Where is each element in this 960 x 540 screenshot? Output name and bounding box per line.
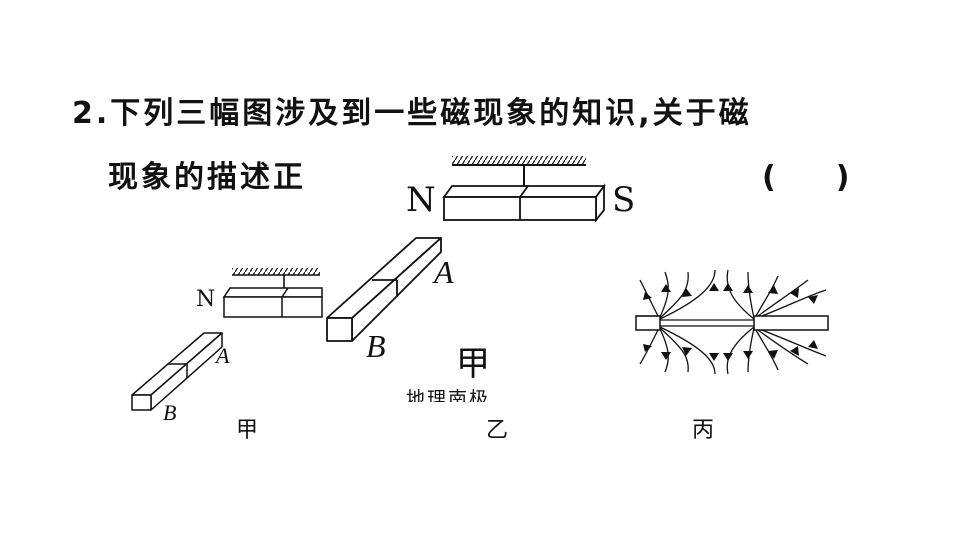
big-south-label: S xyxy=(612,180,636,220)
small-end-b-label: B xyxy=(163,400,177,425)
bing-caption: 丙 xyxy=(692,418,715,443)
small-ceiling xyxy=(232,268,320,276)
big-end-b-label: B xyxy=(366,328,386,364)
yi-fragment-text: 地理南极 xyxy=(406,388,491,402)
yi-caption: 乙 xyxy=(486,418,509,443)
question-line-2: 现象的描述正 xyxy=(108,160,306,195)
question-line-1: 2.下列三幅图涉及到一些磁现象的知识,关于磁 xyxy=(72,96,752,131)
small-north-label: N xyxy=(196,287,216,312)
big-caption: 甲 xyxy=(456,344,490,384)
big-end-a-label: A xyxy=(434,254,454,290)
big-suspended-magnet xyxy=(442,183,606,223)
big-ceiling xyxy=(452,156,586,166)
small-hand-magnet xyxy=(131,332,223,411)
big-north-label: N xyxy=(406,180,436,220)
small-caption: 甲 xyxy=(236,418,259,443)
answer-parentheses: ( ) xyxy=(762,160,850,195)
field-lines-figure xyxy=(635,269,829,375)
small-end-a-label: A xyxy=(216,343,230,368)
small-suspended-magnet xyxy=(222,287,323,318)
big-hand-magnet xyxy=(326,237,442,342)
